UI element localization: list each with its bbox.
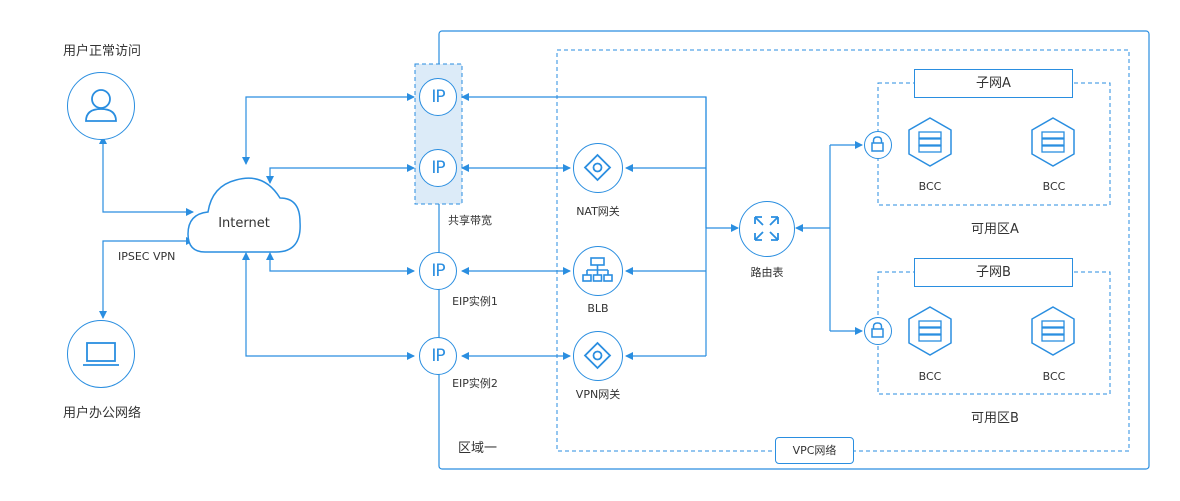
zone-a-lock-icon (864, 131, 892, 159)
bcc-a1-label: BCC (918, 180, 942, 193)
internet-cloud-icon (187, 177, 301, 253)
eip1-label: EIP实例1 (452, 295, 498, 308)
bcc-a2-label: BCC (1042, 180, 1066, 193)
internet-eip1-link (266, 252, 415, 275)
internet-ip1-link (242, 93, 415, 165)
internet-ip2-link (266, 164, 415, 184)
zone-b-label: 可用区B (971, 411, 1019, 426)
office-network-label: 用户办公网络 (62, 406, 142, 421)
nat-gateway-label: NAT网关 (576, 205, 620, 218)
zone-b-lock-icon (864, 317, 892, 345)
bcc-b1-icon (908, 306, 952, 356)
shared-ip-1: IP (419, 78, 457, 116)
user-icon (67, 72, 135, 140)
bcc-b2-icon (1031, 306, 1075, 356)
ipsec-vpn-label: IPSEC VPN (118, 250, 176, 263)
vpn-gateway-label: VPN网关 (575, 388, 621, 401)
zone-a-label: 可用区A (971, 222, 1019, 237)
nat-gateway-icon (573, 143, 623, 193)
user-internet-link (99, 136, 194, 216)
vpc-label: VPC网络 (775, 437, 854, 464)
subnet-b-title: 子网B (914, 258, 1073, 287)
bcc-a2-icon (1031, 117, 1075, 167)
blb-label: BLB (587, 302, 609, 315)
bcc-b1-label: BCC (918, 370, 942, 383)
region-box (438, 30, 1150, 470)
internet-eip2-link (242, 252, 415, 360)
ipsec-vpn-link (99, 237, 194, 319)
route-table-label: 路由表 (750, 266, 784, 279)
eip2-label: EIP实例2 (452, 377, 498, 390)
shared-ip-2: IP (419, 149, 457, 187)
vpn-gateway-icon (573, 331, 623, 381)
internet-label: Internet (218, 216, 270, 231)
laptop-icon (67, 320, 135, 388)
eip2-ip: IP (419, 337, 457, 375)
blb-icon (573, 246, 623, 296)
user-access-label: 用户正常访问 (62, 44, 142, 59)
shared-bandwidth-label: 共享带宽 (448, 214, 492, 227)
subnet-a-title: 子网A (914, 69, 1073, 98)
route-table-icon (739, 201, 795, 257)
region-label: 区域一 (458, 441, 498, 456)
eip1-ip: IP (419, 252, 457, 290)
bcc-b2-label: BCC (1042, 370, 1066, 383)
bcc-a1-icon (908, 117, 952, 167)
vpc-box (556, 49, 1130, 452)
